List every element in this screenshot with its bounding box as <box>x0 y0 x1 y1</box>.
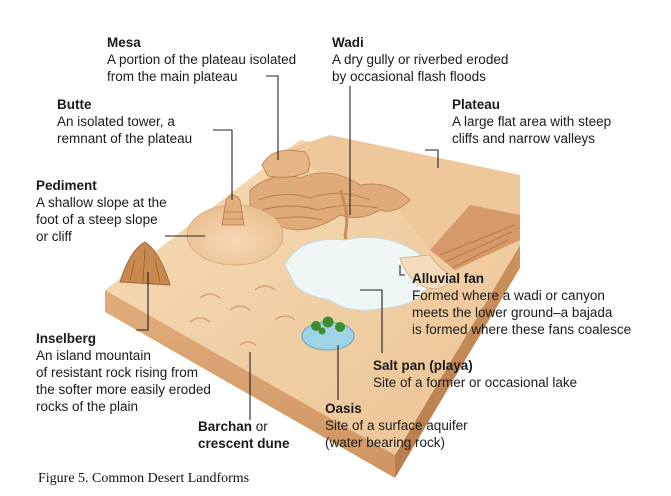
label-mesa-title: Mesa <box>107 34 296 51</box>
figure-caption: Figure 5. Common Desert Landforms <box>38 471 249 487</box>
label-alluvial-fan: Alluvial fan Formed where a wadi or cany… <box>412 270 631 338</box>
label-butte-title: Butte <box>57 96 192 113</box>
label-salt-pan-title: Salt pan (playa) <box>373 357 577 374</box>
label-barchan-connector: or <box>252 419 268 434</box>
label-inselberg-desc: An island mountain of resistant rock ris… <box>36 347 211 415</box>
leader-butte <box>213 130 232 200</box>
label-oasis: Oasis Site of a surface aquifer (water b… <box>325 400 468 451</box>
label-mesa-desc: A portion of the plateau isolated from t… <box>107 51 296 85</box>
label-butte-desc: An isolated tower, a remnant of the plat… <box>57 113 192 147</box>
label-plateau-title: Plateau <box>452 96 611 113</box>
label-alluvial-fan-desc: Formed where a wadi or canyon meets the … <box>412 287 631 338</box>
label-barchan-title: Barchan <box>198 419 252 434</box>
label-plateau: Plateau A large flat area with steep cli… <box>452 96 611 147</box>
label-inselberg-title: Inselberg <box>36 330 211 347</box>
label-wadi-title: Wadi <box>332 34 508 51</box>
mesa-shape <box>262 150 309 177</box>
label-inselberg: Inselberg An island mountain of resistan… <box>36 330 211 415</box>
leader-mesa <box>266 76 278 160</box>
label-oasis-title: Oasis <box>325 400 468 417</box>
label-mesa: Mesa A portion of the plateau isolated f… <box>107 34 296 85</box>
label-pediment-title: Pediment <box>36 177 167 194</box>
label-barchan-title2: crescent dune <box>198 435 290 452</box>
label-alluvial-fan-title: Alluvial fan <box>412 270 631 287</box>
label-pediment: Pediment A shallow slope at the foot of … <box>36 177 167 245</box>
label-oasis-desc: Site of a surface aquifer (water bearing… <box>325 417 468 451</box>
label-wadi: Wadi A dry gully or riverbed eroded by o… <box>332 34 508 85</box>
label-wadi-desc: A dry gully or riverbed eroded by occasi… <box>332 51 508 85</box>
label-salt-pan-desc: Site of a former or occasional lake <box>373 374 577 391</box>
label-butte: Butte An isolated tower, a remnant of th… <box>57 96 192 147</box>
label-barchan: Barchan or crescent dune <box>198 418 290 452</box>
label-salt-pan: Salt pan (playa) Site of a former or occ… <box>373 357 577 391</box>
label-pediment-desc: A shallow slope at the foot of a steep s… <box>36 194 167 245</box>
label-plateau-desc: A large flat area with steep cliffs and … <box>452 113 611 147</box>
